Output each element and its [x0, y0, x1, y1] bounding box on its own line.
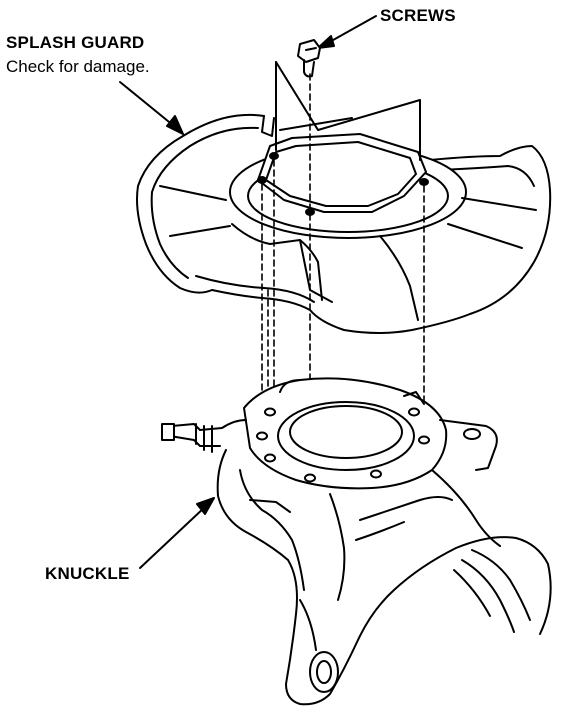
screw-part: [297, 39, 321, 78]
splash-guard-note: Check for damage.: [6, 57, 150, 76]
leader-arrows: [119, 15, 377, 569]
knuckle-label: KNUCKLE: [45, 564, 130, 583]
knuckle-part: [161, 377, 552, 706]
screws-label: SCREWS: [380, 6, 456, 25]
splash-guard-part: [136, 61, 552, 334]
splash-guard-label: SPLASH GUARD: [6, 33, 145, 52]
